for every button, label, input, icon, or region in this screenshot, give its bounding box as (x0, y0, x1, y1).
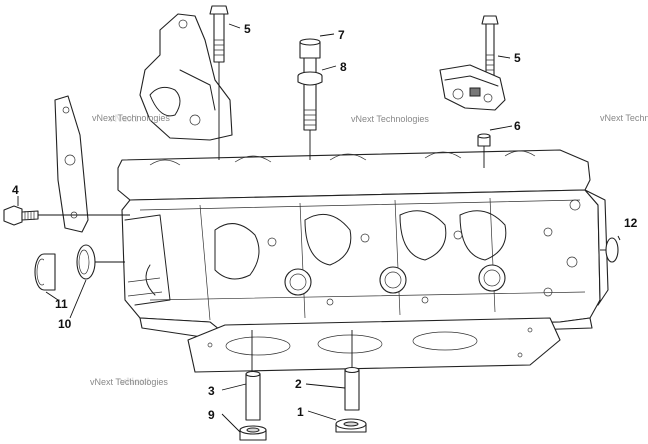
leader-lines (17, 23, 621, 433)
side-gasket (54, 95, 89, 233)
part-6-dowel (477, 133, 491, 168)
callout-10: 10 (58, 317, 72, 331)
callout-2: 2 (295, 377, 302, 391)
callout-5-left: 5 (244, 22, 251, 36)
part-1-seal (335, 418, 367, 433)
part-2-valve-guide (344, 366, 360, 411)
callout-6: 6 (514, 119, 521, 133)
part-12-plug (600, 237, 619, 263)
part-3-valve-guide (245, 370, 261, 421)
callout-8: 8 (340, 60, 347, 74)
callout-5-right: 5 (514, 51, 521, 65)
part-11-plug (34, 253, 56, 291)
part-4-bolt (3, 205, 130, 226)
watermark-ghost-1: vNext (108, 113, 138, 125)
watermark-4: vNext Technologies (90, 377, 168, 387)
part-5-bolt-right (481, 15, 499, 76)
part-10-plug (76, 244, 125, 280)
callout-3: 3 (208, 384, 215, 398)
watermark-2: vNext Technologies (351, 114, 429, 124)
callout-1: 1 (297, 405, 304, 419)
callout-9: 9 (208, 408, 215, 422)
watermark-ghost-2: vNext (120, 376, 150, 388)
cylinder-head (117, 149, 609, 341)
watermark-1: vNext Technologies (92, 113, 170, 123)
part-5-bolt-left (209, 5, 229, 160)
part-8-washer (297, 71, 323, 86)
callout-7: 7 (338, 28, 345, 42)
head-gasket (187, 317, 561, 373)
part-7-bolt (299, 38, 321, 160)
callout-11: 11 (55, 297, 68, 311)
callout-4: 4 (12, 183, 19, 197)
callout-12: 12 (624, 216, 638, 230)
watermark-3: vNext Technologies (600, 113, 648, 123)
rocker-assembly (439, 64, 506, 111)
thermostat-housing (139, 13, 233, 141)
part-9-seal (239, 425, 267, 441)
